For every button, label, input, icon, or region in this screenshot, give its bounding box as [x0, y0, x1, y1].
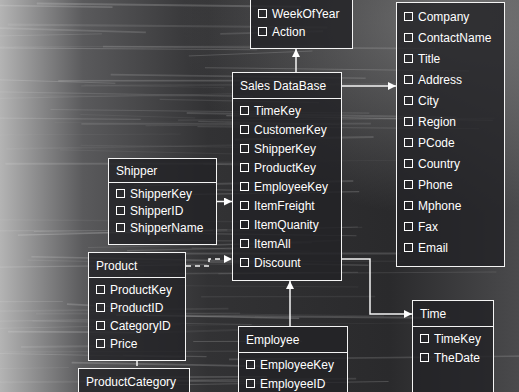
field-name: Discount	[240, 254, 301, 273]
light-streak	[0, 368, 69, 369]
light-streak	[55, 121, 245, 123]
field-name: Country	[404, 154, 460, 175]
field-name: ProductKey	[240, 159, 316, 178]
relation-arrow	[342, 85, 396, 87]
table-title: Time	[413, 305, 493, 327]
relation-arrow	[186, 259, 232, 266]
field-name: City	[404, 91, 439, 112]
light-streak	[80, 115, 195, 118]
relation-arrow	[342, 259, 412, 314]
field-name: TimeKey	[240, 102, 301, 121]
light-streak	[0, 48, 257, 50]
table-title: Sales DataBase	[233, 77, 341, 99]
table-title: Employee	[239, 331, 347, 353]
light-streak	[0, 134, 181, 135]
field-name: Action	[258, 23, 305, 41]
field-name: TimeKey	[420, 330, 481, 349]
light-streak	[189, 51, 313, 56]
field-name: Company	[404, 7, 469, 28]
field-name: ShipperName	[116, 220, 203, 237]
light-streak	[60, 150, 249, 154]
light-streak	[201, 296, 375, 298]
field-name: ShipperKey	[240, 140, 316, 159]
field-name: TheDate	[420, 349, 480, 368]
field-name: EmployeeID	[246, 375, 325, 392]
light-streak	[0, 28, 146, 33]
relation-arrow	[289, 281, 291, 326]
light-streak	[185, 313, 384, 315]
field-name: ShipperID	[116, 203, 183, 220]
field-name: Email	[404, 238, 448, 259]
field-name: ItemAll	[240, 235, 291, 254]
light-streak	[0, 301, 63, 302]
light-streak	[0, 34, 102, 36]
field-name: PCode	[404, 133, 455, 154]
field-name: ProductID	[96, 299, 163, 317]
table-title: Product	[89, 257, 185, 278]
relation-arrow	[136, 361, 138, 368]
field-name: ShipperKey	[116, 186, 192, 203]
field-name: ProductKey	[96, 281, 172, 299]
light-streak	[84, 85, 224, 88]
field-name: Region	[404, 112, 456, 133]
field-name: ItemFreight	[240, 197, 315, 216]
field-name: Address	[404, 70, 462, 91]
field-name: Title	[404, 49, 440, 70]
field-name: EmployeeKey	[240, 178, 328, 197]
field-name: EmployeeKey	[246, 356, 334, 375]
field-name: CustomerKey	[240, 121, 327, 140]
field-name: Price	[96, 335, 137, 353]
field-name: WeekOfYear	[258, 5, 339, 23]
light-streak	[0, 118, 141, 119]
table-box: Sales DataBaseTimeKeyCustomerKeyShipperK…	[232, 72, 342, 281]
table-box: CompanyContactNameTitleAddressCityRegion…	[396, 2, 505, 267]
field-name: ItemQuanity	[240, 216, 319, 235]
table-box: TimeTimeKeyTheDate	[412, 300, 494, 392]
relation-arrow	[217, 201, 232, 203]
field-name: Phone	[404, 175, 453, 196]
field-name: CategoryID	[96, 317, 171, 335]
field-name: Mphone	[404, 196, 461, 217]
table-box: ShipperShipperKeyShipperIDShipperName	[108, 158, 217, 245]
table-box: ProductProductKeyProductIDCategoryIDPric…	[88, 252, 186, 361]
field-name: ContactName	[404, 28, 491, 49]
table-box: ProductCategory	[78, 368, 190, 392]
table-box: EmployeeEmployeeKeyEmployeeID	[238, 326, 348, 392]
table-box: WeekOfYearAction	[250, 0, 353, 49]
field-name: Fax	[404, 217, 438, 238]
table-title: ProductCategory	[79, 373, 189, 392]
table-title: Shipper	[109, 163, 216, 183]
relation-arrow	[295, 49, 297, 72]
light-streak	[0, 92, 253, 96]
light-streak	[0, 5, 113, 7]
